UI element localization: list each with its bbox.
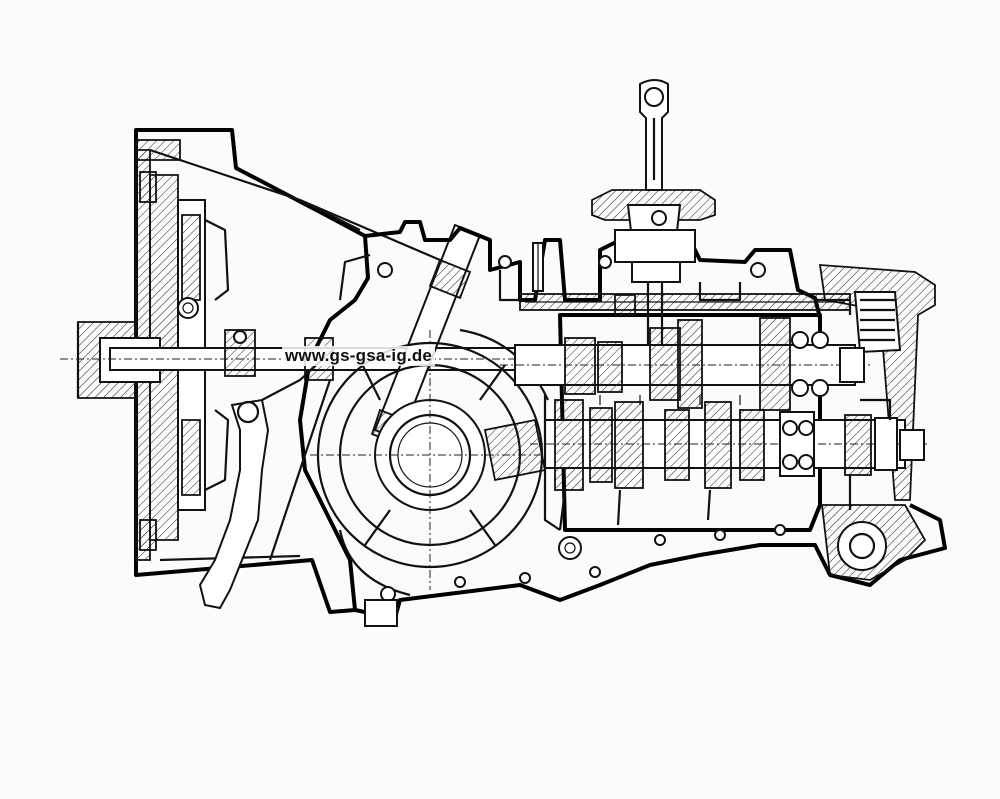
watermark-url: www.gs-gsa-ig.de: [282, 346, 436, 366]
mainshaft: [500, 317, 870, 411]
selector-detent: [532, 242, 544, 292]
differential-housing: [310, 220, 947, 627]
clutch-release-fork: [198, 347, 336, 610]
countershaft: [530, 399, 930, 531]
case-bolts: [454, 524, 786, 588]
gear-shift-lever: [591, 79, 766, 345]
housing-detail-lines: [338, 253, 852, 531]
output-flange: [820, 398, 927, 581]
